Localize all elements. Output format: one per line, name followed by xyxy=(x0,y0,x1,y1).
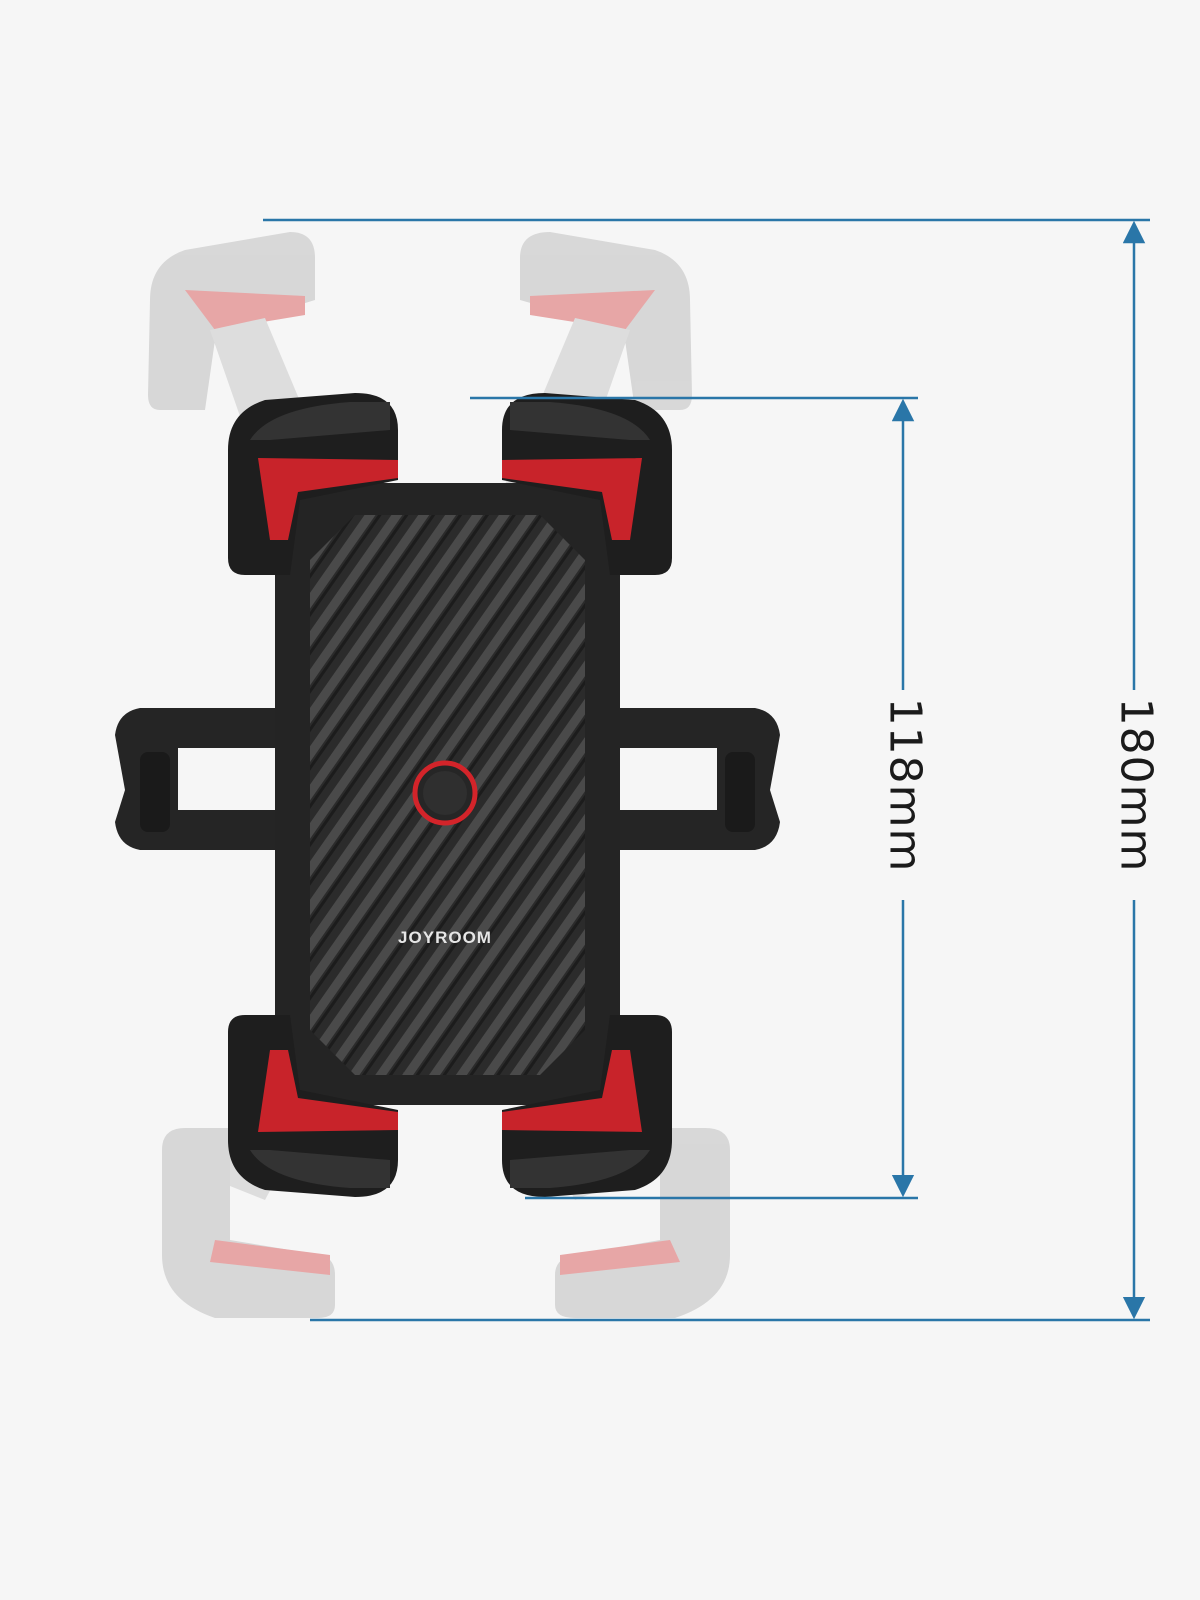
claw-bottom-right xyxy=(502,1015,672,1197)
dimension-inner xyxy=(470,396,918,1200)
claw-top-right xyxy=(502,393,672,575)
dimension-outer xyxy=(263,218,1150,1322)
side-clamp-left xyxy=(115,708,288,850)
brand-logo: JOYROOM xyxy=(398,928,492,947)
release-button xyxy=(412,760,478,826)
dimension-label-inner: 118mm xyxy=(879,697,931,873)
claw-bottom-left xyxy=(228,1015,398,1197)
dimension-label-outer: 180mm xyxy=(1110,697,1162,873)
claw-top-left xyxy=(228,393,398,575)
side-clamp-right xyxy=(605,708,780,850)
